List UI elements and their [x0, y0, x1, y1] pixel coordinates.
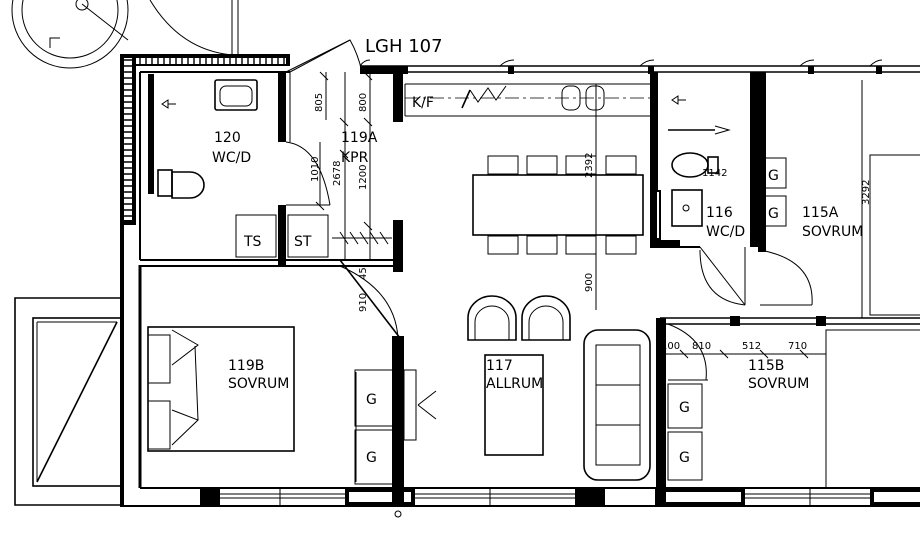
- label-ts: TS: [243, 234, 262, 250]
- balcony: [14, 297, 122, 506]
- dim-2392: 2392: [584, 153, 595, 178]
- room-116-number: 116: [706, 205, 733, 221]
- label-st: ST: [294, 234, 312, 250]
- dim-100: 100: [661, 341, 680, 352]
- room-115a-number: 115A: [802, 205, 839, 221]
- room-117-name: ALLRUM: [486, 376, 543, 392]
- room-120-name: WC/D: [212, 150, 251, 166]
- plan-text: LGH 107 120 WC/D 119A KPR 116 WC/D 115A …: [212, 36, 872, 466]
- outer-walls: [120, 54, 920, 518]
- label-g-3: G: [679, 400, 690, 416]
- label-g-2: G: [366, 450, 377, 466]
- label-g-1: G: [366, 392, 377, 408]
- wc116-fixtures: [655, 95, 813, 306]
- exterior-circle-fixtures: [11, 0, 239, 69]
- dim-1142: 1142: [702, 168, 727, 179]
- dim-45: 45: [358, 267, 369, 280]
- interior-walls: [140, 72, 920, 506]
- dim-2678: 2678: [332, 161, 343, 186]
- room-119a-name: KPR: [341, 150, 369, 166]
- label-kitchen: K/F: [412, 95, 434, 111]
- dim-512: 512: [742, 341, 761, 352]
- room-115b-number: 115B: [748, 358, 784, 374]
- wc120-fixtures: [148, 74, 329, 258]
- room-119b-number: 119B: [228, 358, 264, 374]
- dim-805: 805: [314, 93, 325, 112]
- room-115b-name: SOVRUM: [748, 376, 809, 392]
- apartment-title: LGH 107: [365, 36, 443, 57]
- dim-810: 810: [692, 341, 711, 352]
- room-120-number: 120: [214, 130, 241, 146]
- dim-1010: 1010: [310, 157, 321, 182]
- room-119b-name: SOVRUM: [228, 376, 289, 392]
- dim-1200: 1200: [358, 165, 369, 190]
- dim-900: 900: [584, 273, 595, 292]
- dining-table: [472, 84, 644, 310]
- living-furniture: [467, 295, 651, 481]
- dim-3292: 3292: [861, 180, 872, 205]
- label-g-5: G: [768, 168, 779, 184]
- dim-910: 910: [358, 293, 369, 312]
- label-g-4: G: [679, 450, 690, 466]
- label-g-6: G: [768, 206, 779, 222]
- kpr119a-details: [285, 39, 392, 260]
- dim-800: 800: [358, 93, 369, 112]
- bedroom119b-furniture: [147, 259, 437, 485]
- room-117-number: 117: [486, 358, 513, 374]
- dim-710: 710: [788, 341, 807, 352]
- room-116-name: WC/D: [706, 224, 745, 240]
- room-119a-number: 119A: [341, 130, 378, 146]
- room-115a-name: SOVRUM: [802, 224, 863, 240]
- bedroom115b-fixtures: [660, 323, 826, 481]
- kitchen-fixtures: [404, 83, 655, 116]
